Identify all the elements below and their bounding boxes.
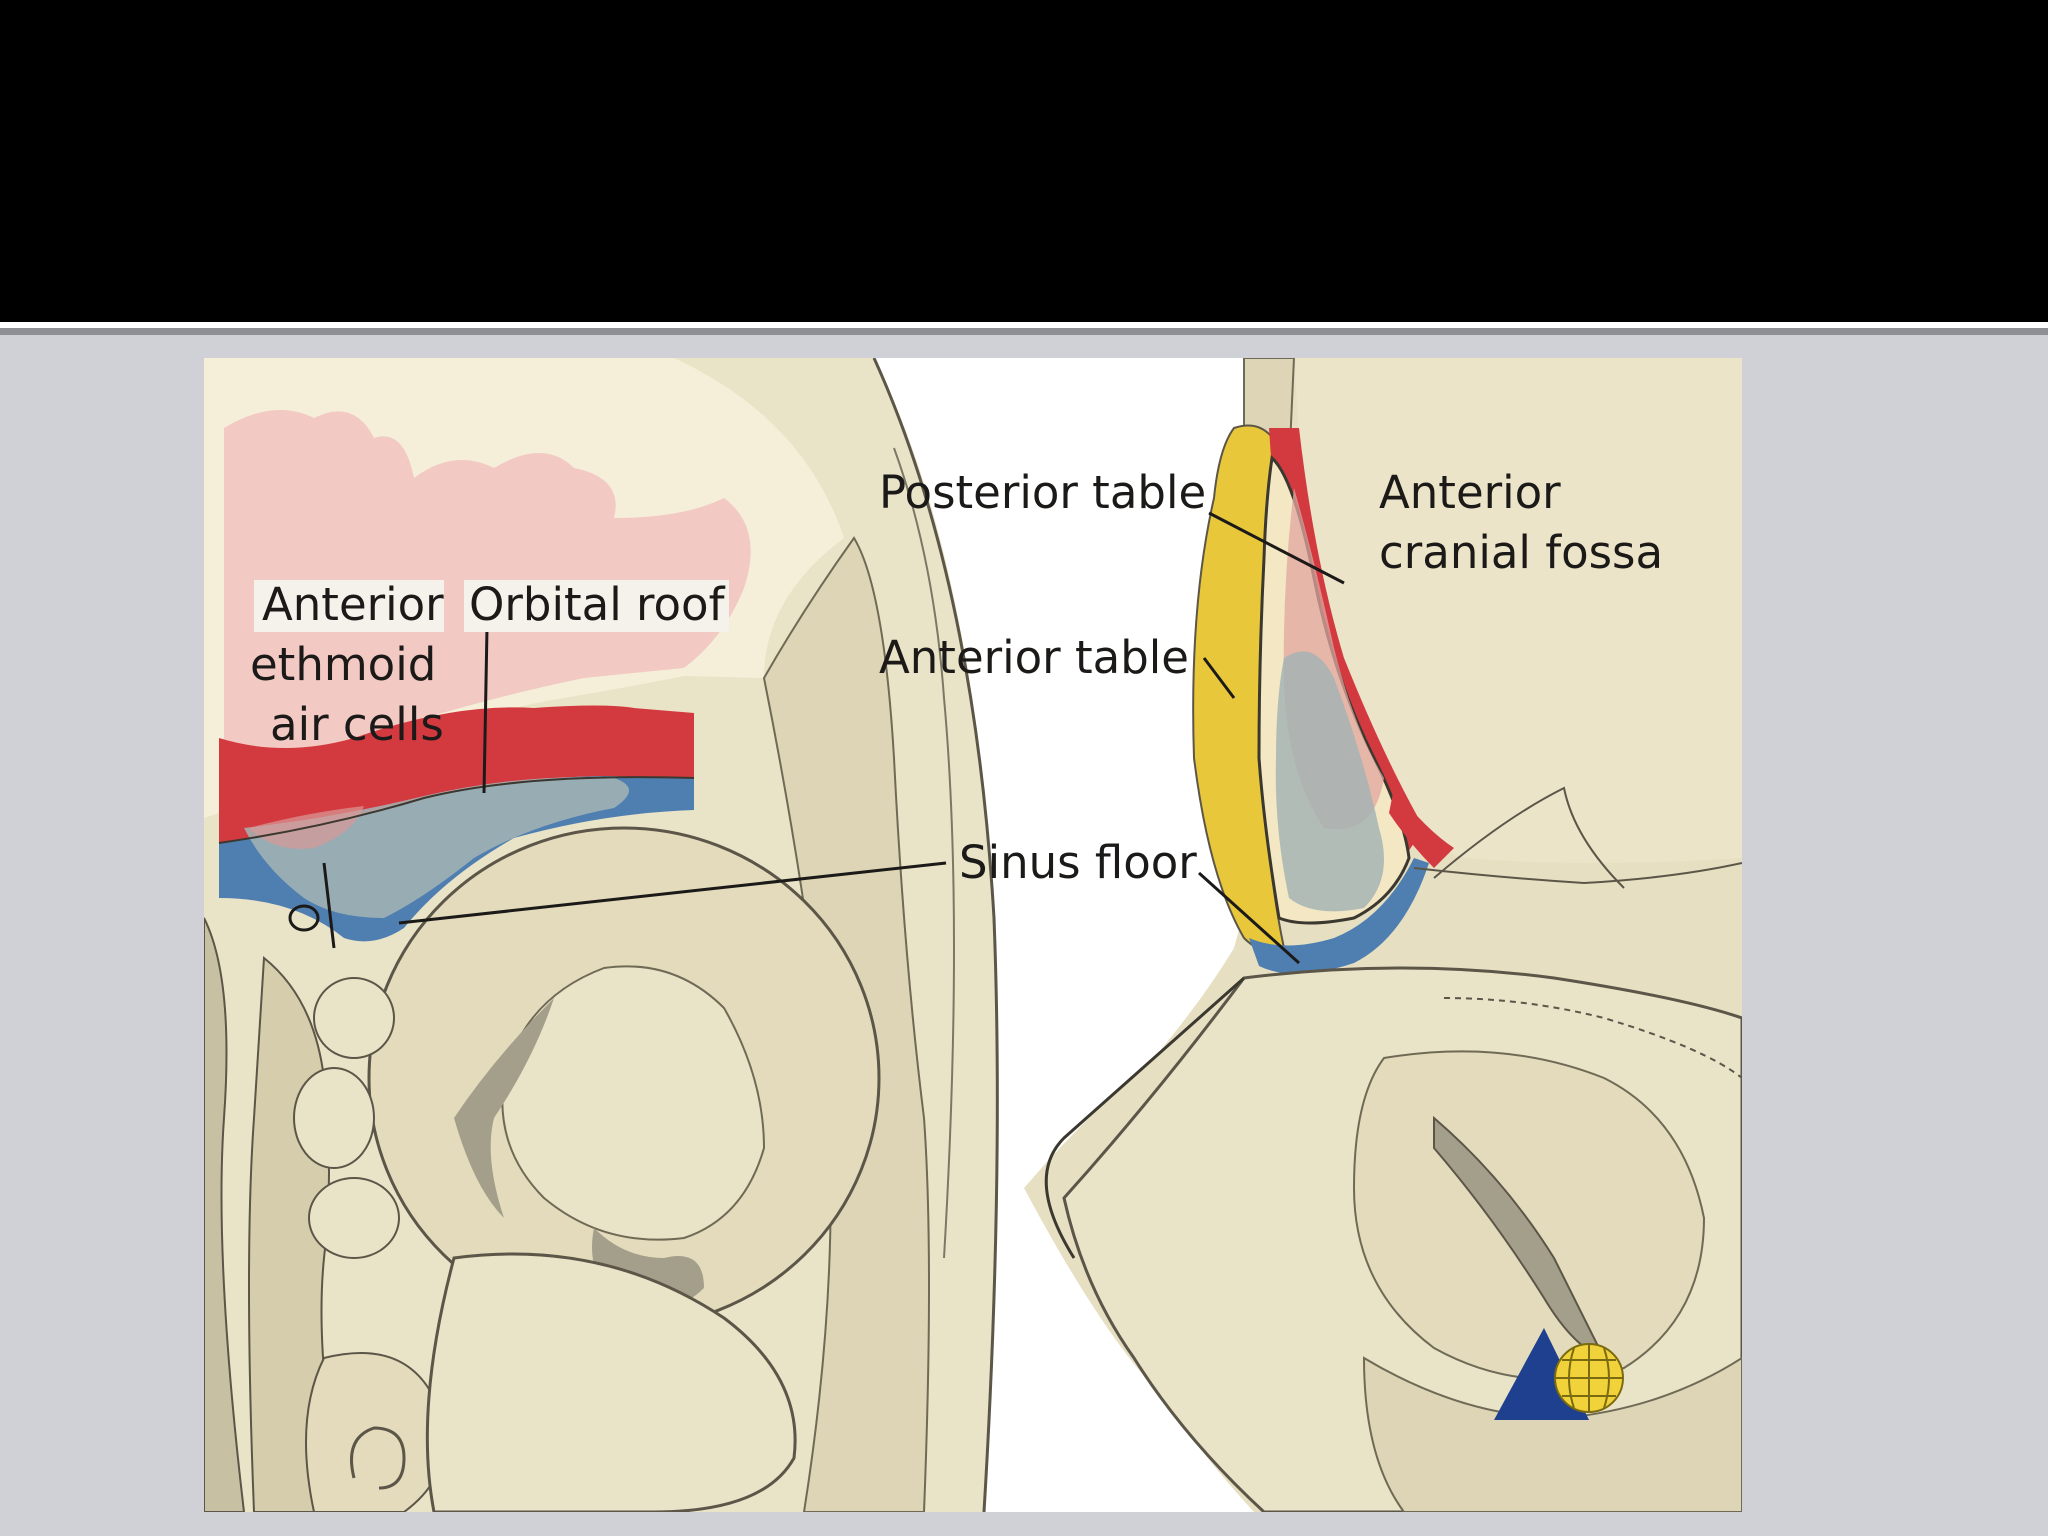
slide-title-bar (0, 0, 2048, 322)
label-anterior-table: Anterior table (879, 631, 1189, 684)
outer-skull-contour (872, 358, 999, 1512)
label-posterior-table: Posterior table (879, 466, 1206, 519)
label-anterior-ethmoid-line3: air cells (270, 698, 444, 751)
frontal-sinus-grey-fill (1275, 651, 1384, 912)
ethmoid-sinus-grey (244, 777, 629, 918)
sagittal-lower-bone (1362, 1356, 1742, 1512)
inner-skull-contour (893, 447, 955, 1259)
coronal-view-panel (204, 358, 999, 1512)
title-divider-white (0, 322, 2048, 328)
anterior-cranial-fossa-region (1294, 358, 1742, 863)
pointer-anterior-ethmoid (322, 862, 336, 949)
pointer-sinus-floor-left (398, 861, 947, 925)
nasal-bone-slope (1044, 976, 1245, 1259)
skull-base-line (1413, 862, 1742, 885)
pointer-orbital-roof (482, 627, 489, 794)
logo-globe-grid (1555, 1344, 1623, 1412)
title-divider-grey (0, 328, 2048, 335)
nasal-septum-left (204, 917, 246, 1512)
ethmoid-cell-2 (293, 1067, 375, 1169)
ethmoid-cell-1 (313, 977, 395, 1059)
label-bg (254, 580, 444, 632)
posterior-table-red (1269, 428, 1424, 858)
turbinate-spiral (350, 1426, 406, 1490)
sphenoid-wing (1433, 786, 1625, 889)
maxillary-sinus (425, 1252, 797, 1512)
orbit-inner-shape (501, 965, 766, 1241)
pointer-posterior-table (1208, 511, 1345, 585)
sagittal-orbit-rim (1443, 997, 1742, 1079)
label-sinus-floor: Sinus floor (959, 836, 1197, 889)
orbital-roof-red-layer (219, 705, 694, 843)
label-anterior-cranial-fossa-line2: cranial fossa (1379, 526, 1663, 579)
label-bg (464, 580, 729, 632)
orbital-roof-contour (218, 776, 695, 844)
orbit-dark-fissure (454, 998, 554, 1218)
publisher-logo (1494, 1328, 1624, 1420)
frontal-sinus-anatomy-figure: Anterior ethmoid air cells Orbital roof … (204, 358, 1742, 1512)
label-anterior-ethmoid-line2: ethmoid (250, 638, 436, 691)
pointer-anterior-table (1202, 657, 1236, 699)
sinus-floor-blue (1249, 858, 1429, 974)
label-orbital-roof: Orbital roof (469, 578, 726, 631)
label-anterior-cranial-fossa-line1: Anterior (1379, 466, 1561, 519)
ethmoid-air-cell-marker (288, 904, 320, 932)
label-anterior-ethmoid-line1: Anterior (262, 578, 444, 631)
ethmoid-cell-3 (308, 1177, 400, 1259)
annotation-labels: Anterior ethmoid air cells Orbital roof … (250, 466, 1663, 889)
posterior-table-red-lower (1389, 788, 1454, 868)
pointer-sinus-floor-right (1197, 871, 1301, 965)
